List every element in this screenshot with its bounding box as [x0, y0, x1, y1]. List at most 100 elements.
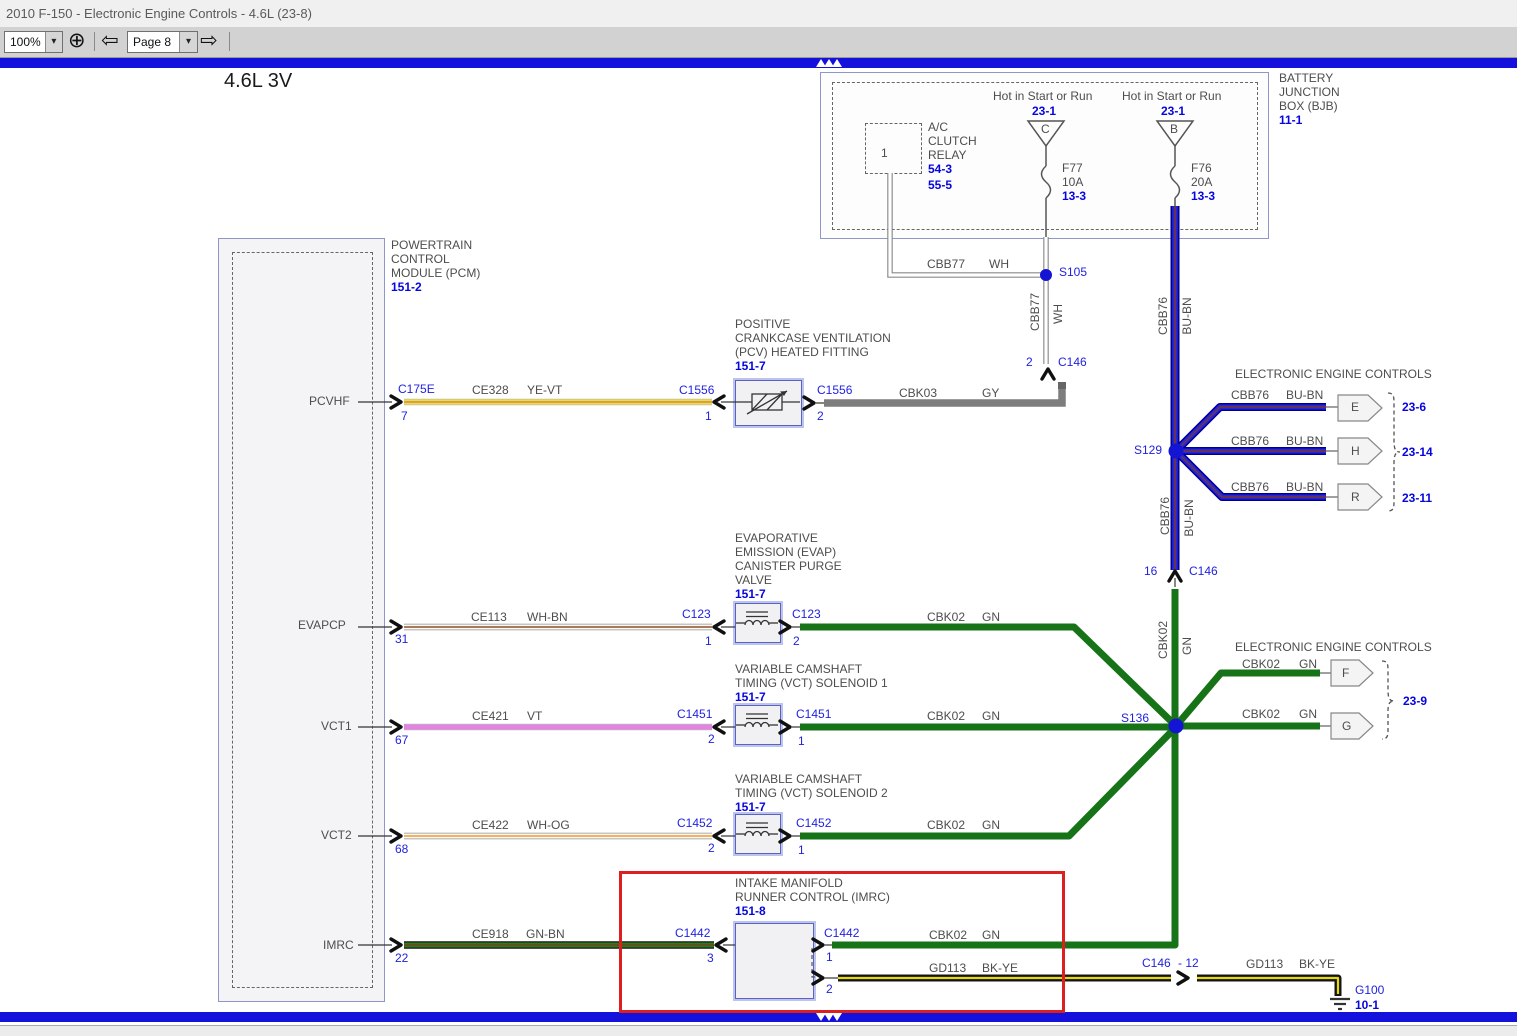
wire-color-label: GN [1180, 637, 1194, 655]
page-ref: 23-1 [1032, 104, 1057, 118]
circuit-label: CBK02 [1242, 707, 1281, 721]
wire-color-label: YE-VT [527, 383, 563, 397]
pin-number: 2 [793, 634, 800, 648]
pin-number: 68 [395, 842, 409, 856]
page-ref: 11-1 [1279, 113, 1303, 127]
fuse-amps: 10A [1062, 175, 1084, 189]
circuit-label: CE422 [472, 818, 509, 832]
wire-color-label: GN [982, 709, 1000, 723]
chevron-down-icon[interactable]: ▾ [179, 32, 197, 52]
pcv-heated-fitting-box [735, 380, 802, 426]
circuit-label: CE918 [472, 927, 509, 941]
circuit-label: CBB76 [1158, 496, 1172, 536]
toolbar-separator [94, 32, 95, 51]
connector-ref: C1451 [796, 707, 832, 721]
circuit-label: GD113 [1246, 957, 1284, 971]
page-continues-up-icon [824, 59, 834, 67]
circuit-label: CE328 [472, 383, 509, 397]
page-top-border [0, 58, 1517, 68]
relay-name: A/C [928, 120, 949, 134]
wire-color-label: BU-BN [1286, 388, 1324, 402]
imrc-box [735, 923, 814, 999]
bjb-name: BATTERY [1279, 71, 1334, 85]
circuit-label: CBK02 [1242, 657, 1281, 671]
page-ref: 23-14 [1402, 445, 1433, 459]
pin-number: - 12 [1178, 956, 1199, 970]
circuit-label: CBB77 [1028, 292, 1042, 332]
feed-hot-label: Hot in Start or Run [993, 89, 1093, 103]
splice-label: S105 [1059, 265, 1088, 279]
component-name: VALVE [735, 573, 772, 587]
pin-number: 16 [1144, 564, 1158, 578]
connector-ref: C146 [1189, 564, 1218, 578]
wire-color-label: VT [527, 709, 543, 723]
component-name: POSITIVE [735, 317, 791, 331]
pcm-box [218, 238, 385, 1002]
page-ref: 151-8 [735, 904, 766, 918]
page-ref: 55-5 [928, 178, 953, 192]
page-ref: 13-3 [1191, 189, 1216, 203]
wire-color-label: WH-OG [527, 818, 570, 832]
previous-page-button[interactable]: ⇦ [101, 29, 119, 52]
page-ref: 23-1 [1161, 104, 1186, 118]
circuit-label: CE113 [471, 610, 507, 624]
wire-color-label: BU-BN [1182, 499, 1196, 537]
ground-ref: G100 [1355, 983, 1385, 997]
relay-name: CLUTCH [928, 134, 977, 148]
toolbar: 100% ▾ ⊕ ⇦ Page 8 ▾ ⇨ [0, 27, 1517, 58]
circuit-label: CBK02 [927, 709, 966, 723]
component-name: (PCV) HEATED FITTING [735, 345, 869, 359]
window-title: 2010 F-150 - Electronic Engine Controls … [6, 6, 312, 21]
splice-label: S136 [1121, 711, 1150, 725]
section-heading: ELECTRONIC ENGINE CONTROLS [1235, 367, 1432, 381]
component-name: TIMING (VCT) SOLENOID 2 [735, 786, 888, 800]
pcm-pin-name: IMRC [323, 938, 354, 952]
terminal-letter: R [1351, 490, 1360, 504]
connector-ref: C175E [398, 382, 435, 396]
page-ref: 151-7 [735, 359, 766, 373]
pin-number: 2 [817, 409, 824, 423]
pin-number: 7 [401, 409, 408, 423]
wire-color-label: WH [989, 257, 1009, 271]
connector-ref: C146 [1058, 355, 1087, 369]
next-page-button[interactable]: ⇨ [200, 29, 218, 52]
wire-color-label: WH [1051, 304, 1065, 324]
connector-links [1320, 406, 1338, 727]
component-name: CRANKCASE VENTILATION [735, 331, 891, 345]
wire-cbk03-gy [824, 382, 1066, 407]
wire-color-label: BK-YE [1299, 957, 1336, 971]
zoom-select[interactable]: 100% ▾ [4, 31, 63, 53]
wire-color-label: GN [1299, 657, 1317, 671]
wire-color-label: GN-BN [526, 927, 565, 941]
wire-color-label: BK-YE [982, 961, 1019, 975]
pin-number: 1 [798, 734, 805, 748]
page-ref: 54-3 [928, 162, 953, 176]
page-value: Page 8 [133, 35, 172, 49]
pcm-pin-name: VCT1 [321, 719, 352, 733]
page-ref: 13-3 [1062, 189, 1087, 203]
page-select[interactable]: Page 8 ▾ [127, 31, 198, 53]
connector-ref: C1451 [677, 707, 713, 721]
pcm-inner-dashed-box [232, 252, 373, 988]
fuse-amps: 20A [1191, 175, 1213, 189]
wire-color-label: GN [1299, 707, 1317, 721]
circuit-label: CBK02 [927, 610, 966, 624]
wire-color-label: GY [982, 386, 1000, 400]
bjb-name: JUNCTION [1279, 85, 1340, 99]
circuit-label: CBK02 [927, 818, 966, 832]
connector-ref: C146 [1142, 956, 1171, 970]
splice-label: S129 [1134, 443, 1163, 457]
pin-number: 2 [708, 841, 715, 855]
wire-color-label: BU-BN [1286, 434, 1324, 448]
zoom-value: 100% [10, 35, 41, 49]
pin-number: 3 [707, 951, 714, 965]
component-name: VARIABLE CAMSHAFT [735, 662, 863, 676]
zoom-in-button[interactable]: ⊕ [68, 29, 86, 52]
page-continues-up-icon [816, 59, 826, 67]
chevron-down-icon[interactable]: ▾ [44, 32, 62, 52]
page-ref: 23-11 [1402, 491, 1433, 505]
terminal-letter: E [1351, 400, 1360, 414]
component-name: CANISTER PURGE [735, 559, 842, 573]
pin-number: 31 [395, 632, 409, 646]
circuit-label: CBB77 [927, 257, 966, 271]
